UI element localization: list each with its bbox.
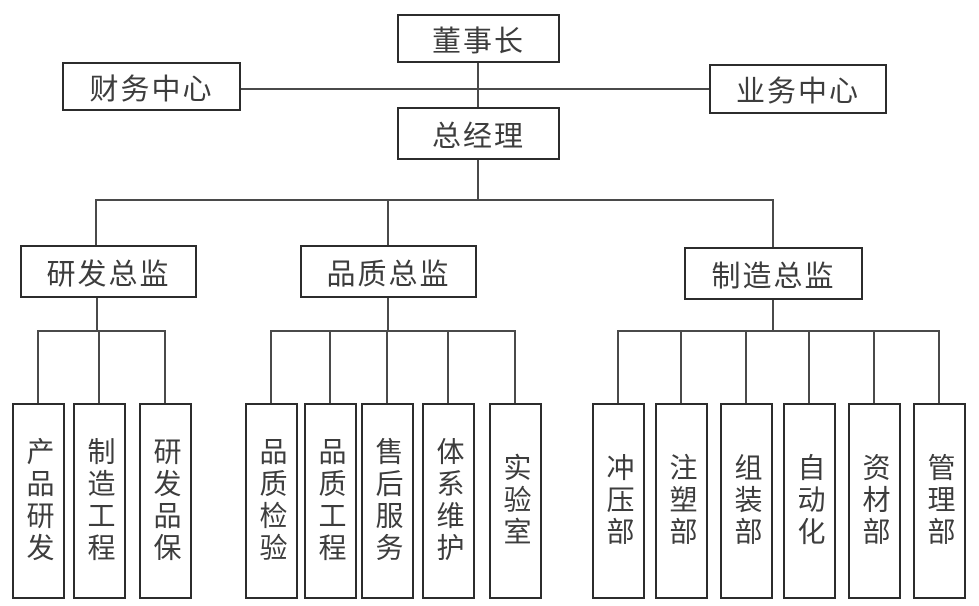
node-director-rd: 研发总监 xyxy=(20,245,197,298)
edge-drop-system-maintenance xyxy=(447,330,449,403)
edge-directors-bus xyxy=(95,199,774,201)
node-label: 研发总监 xyxy=(46,258,171,291)
node-dept-automation: 自动化 xyxy=(783,403,836,599)
node-label: 制造总监 xyxy=(711,260,836,293)
dept-label: 实验室 xyxy=(500,453,532,549)
edge-drop-director-manufacturing xyxy=(772,199,774,247)
edge-quality-bus xyxy=(270,330,516,332)
edge-drop-laboratory xyxy=(514,330,516,403)
edge-drop-after-sales-service xyxy=(386,330,388,403)
edge-drop-director-rd xyxy=(95,199,97,245)
node-dept-materials: 资材部 xyxy=(848,403,901,599)
edge-drop-rd-quality-assurance xyxy=(164,330,166,403)
node-dept-laboratory: 实验室 xyxy=(489,403,542,599)
dept-label: 体系维护 xyxy=(433,437,465,565)
edge-rd-bus xyxy=(37,330,166,332)
dept-label: 售后服务 xyxy=(372,437,404,565)
edge-drop-manufacturing-engineering xyxy=(98,330,100,403)
dept-label: 自动化 xyxy=(794,453,826,549)
node-dept-assembly: 组装部 xyxy=(720,403,773,599)
edge-drop-materials xyxy=(873,330,875,403)
node-dept-system-maintenance: 体系维护 xyxy=(422,403,475,599)
edge-chairman-gm xyxy=(477,63,479,108)
edge-gm-down xyxy=(477,160,479,200)
node-dept-product-rd: 产品研发 xyxy=(12,403,65,599)
edge-drop-injection-molding xyxy=(680,330,682,403)
dept-label: 品质检验 xyxy=(256,437,288,565)
edge-quality-down xyxy=(387,298,389,331)
dept-label: 品质工程 xyxy=(315,437,347,565)
node-label: 总经理 xyxy=(431,120,525,153)
dept-label: 组装部 xyxy=(731,453,763,549)
node-director-manufacturing: 制造总监 xyxy=(684,247,863,300)
node-label: 业务中心 xyxy=(735,76,860,108)
edge-drop-product-rd xyxy=(37,330,39,403)
edge-rd-down xyxy=(96,298,98,331)
node-dept-manufacturing-engineering: 制造工程 xyxy=(73,403,126,599)
node-business-center: 业务中心 xyxy=(709,64,887,114)
node-dept-after-sales-service: 售后服务 xyxy=(361,403,414,599)
node-label: 财务中心 xyxy=(89,73,214,106)
edge-drop-director-quality xyxy=(387,199,389,245)
node-dept-rd-quality-assurance: 研发品保 xyxy=(139,403,192,599)
dept-label: 注塑部 xyxy=(666,453,698,549)
dept-label: 制造工程 xyxy=(84,437,116,565)
dept-label: 研发品保 xyxy=(150,437,182,565)
edge-manufacturing-bus xyxy=(617,330,939,332)
edge-manufacturing-down xyxy=(772,300,774,331)
node-dept-management: 管理部 xyxy=(913,403,966,599)
dept-label: 管理部 xyxy=(924,453,956,549)
node-label: 董事长 xyxy=(431,25,525,58)
edge-drop-assembly xyxy=(745,330,747,403)
node-dept-quality-inspection: 品质检验 xyxy=(245,403,298,599)
node-director-quality: 品质总监 xyxy=(300,245,477,298)
node-general-manager: 总经理 xyxy=(397,107,560,160)
edge-drop-management xyxy=(938,330,940,403)
dept-label: 产品研发 xyxy=(23,437,55,565)
node-dept-injection-molding: 注塑部 xyxy=(655,403,708,599)
node-finance-center: 财务中心 xyxy=(62,62,241,111)
node-chairman: 董事长 xyxy=(397,14,560,63)
dept-label: 资材部 xyxy=(859,453,891,549)
edge-finance-business xyxy=(241,88,709,90)
node-dept-quality-engineering: 品质工程 xyxy=(304,403,357,599)
node-label: 品质总监 xyxy=(326,258,451,291)
dept-label: 冲压部 xyxy=(603,453,635,549)
edge-drop-quality-inspection xyxy=(270,330,272,403)
edge-drop-stamping xyxy=(617,330,619,403)
node-dept-stamping: 冲压部 xyxy=(592,403,645,599)
edge-drop-quality-engineering xyxy=(329,330,331,403)
edge-drop-automation xyxy=(808,330,810,403)
